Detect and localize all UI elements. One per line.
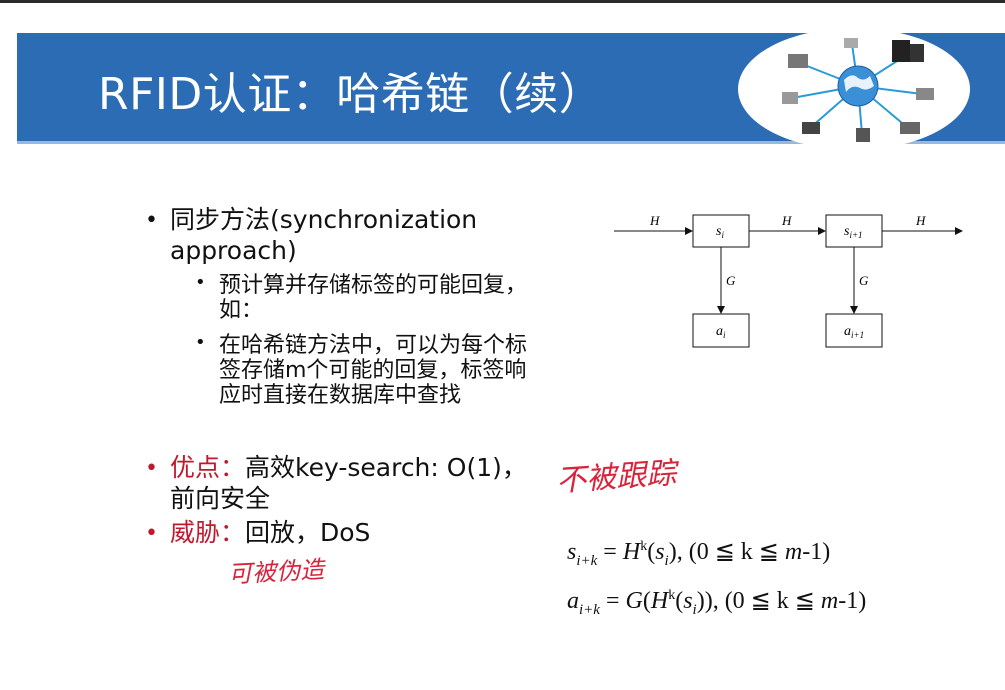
equation-s: si+k = Hk(si), (0 ≦ k ≦ m-1) xyxy=(567,539,831,569)
threat-label: 威胁： xyxy=(170,518,246,547)
box-s-i1 xyxy=(825,214,883,248)
advantage-text: 高效key-search: O(1)， xyxy=(245,453,527,482)
bullet-dot: • xyxy=(145,521,158,546)
bullet-sync-line2: approach) xyxy=(170,236,297,265)
hash-chain-diagram: H H H G G si si+1 ai ai+1 xyxy=(614,213,963,348)
sub-bullet-dot: • xyxy=(195,332,206,353)
threat-text: 回放，DoS xyxy=(245,518,371,547)
g-label: G xyxy=(859,273,869,288)
banner-shadow xyxy=(17,141,1005,144)
slide-title: RFID认证：哈希链（续） xyxy=(98,69,604,120)
sub-bullet-hashchain-line3: 应时直接在数据库中查找 xyxy=(219,383,462,408)
sub-bullet-precompute-line1: 预计算并存储标签的可能回复， xyxy=(219,273,528,298)
bullet-dot: • xyxy=(145,456,158,481)
h-label: H xyxy=(649,213,660,228)
box-a-i xyxy=(692,313,750,348)
box-a-i1 xyxy=(825,313,883,348)
sub-bullet-dot: • xyxy=(195,272,206,293)
handwritten-note-forgeable: 可被伪造 xyxy=(227,555,325,589)
equation-a: ai+k = G(Hk(si)), (0 ≦ k ≦ m-1) xyxy=(567,588,867,618)
advantage-label: 优点： xyxy=(170,453,246,482)
bullet-threat: 威胁：回放，DoS xyxy=(170,518,370,548)
sub-bullet-precompute-line2: 如： xyxy=(219,298,264,323)
h-label: H xyxy=(915,213,926,228)
bullet-advantage-line2: 前向安全 xyxy=(170,484,271,513)
bullet-dot: • xyxy=(145,208,158,233)
bullet-sync-line1: 同步方法(synchronization xyxy=(170,205,478,234)
s-i1-label: si+1 xyxy=(844,224,863,240)
sub-bullet-hashchain-line1: 在哈希链方法中，可以为每个标 xyxy=(219,333,528,358)
bullet-advantage-line1: 优点：高效key-search: O(1)， xyxy=(170,453,527,483)
sub-bullet-hashchain-line2: 签存储m个可能的回复，标签响 xyxy=(219,358,527,383)
s-i-label: si xyxy=(716,224,724,240)
handwritten-note-untraceable: 不被跟踪 xyxy=(555,455,678,500)
globe-network-icon xyxy=(782,38,934,142)
top-border xyxy=(0,0,1005,3)
h-label: H xyxy=(781,213,792,228)
a-i1-label: ai+1 xyxy=(844,324,864,340)
a-i-label: ai xyxy=(716,324,726,340)
g-label: G xyxy=(726,273,736,288)
